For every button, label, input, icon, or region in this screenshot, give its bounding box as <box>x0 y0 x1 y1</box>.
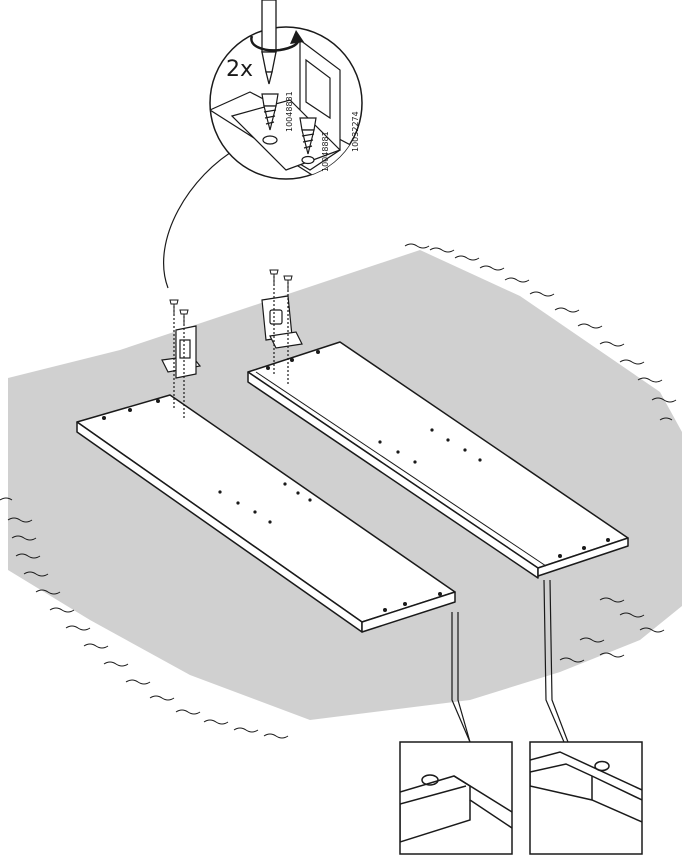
screw-icon <box>169 299 189 326</box>
right-panel <box>247 341 629 579</box>
part-number-bracket: 10032274 <box>351 111 360 152</box>
right-bracket <box>261 272 303 384</box>
part-number-screw-2: 10048881 <box>321 131 330 172</box>
part-number-screw-1: 10048881 <box>285 91 294 132</box>
edge-detail-right <box>529 741 643 855</box>
left-bracket <box>161 302 202 418</box>
right-panel-holes <box>266 350 610 558</box>
quantity-label: 2x <box>226 57 253 82</box>
left-panel-holes <box>102 399 442 612</box>
detail-leader-line <box>163 147 239 289</box>
rotation-arrow-icon <box>250 30 304 52</box>
screwdriver-icon <box>261 0 277 85</box>
left-panel <box>76 394 456 633</box>
edge-detail-left <box>399 741 513 855</box>
screw-icon <box>269 269 293 292</box>
screw-icon <box>261 93 279 131</box>
inset-leader-lines <box>451 579 569 743</box>
screw-detail-callout: 2x 10048881 10048881 10032274 <box>209 0 363 180</box>
floor-mat <box>0 243 682 739</box>
screw-icon <box>299 117 317 155</box>
